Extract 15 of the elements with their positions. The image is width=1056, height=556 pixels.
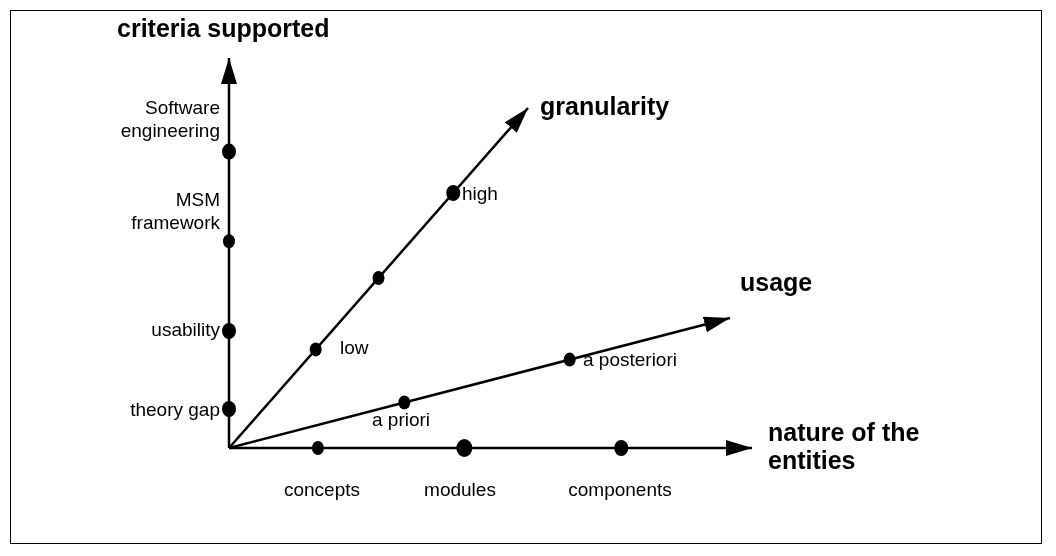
axis-title: usage — [740, 268, 814, 296]
tick-label: low — [340, 336, 370, 359]
tick-label: MSM framework — [130, 188, 220, 234]
tick-label: high — [462, 182, 499, 205]
axis-title: nature of the entities — [768, 418, 921, 474]
tick-label: a priori — [372, 408, 432, 431]
tick-label: theory gap — [129, 398, 220, 421]
tick-label: a posteriori — [583, 348, 678, 371]
tick-label: modules — [423, 478, 497, 501]
tick-label: usability — [150, 318, 220, 341]
tick-label: components — [567, 478, 673, 501]
axis-title: criteria supported — [117, 14, 331, 42]
tick-label: Software engineering — [119, 96, 220, 142]
tick-label: concepts — [282, 478, 361, 501]
axis-title: granularity — [540, 92, 671, 120]
